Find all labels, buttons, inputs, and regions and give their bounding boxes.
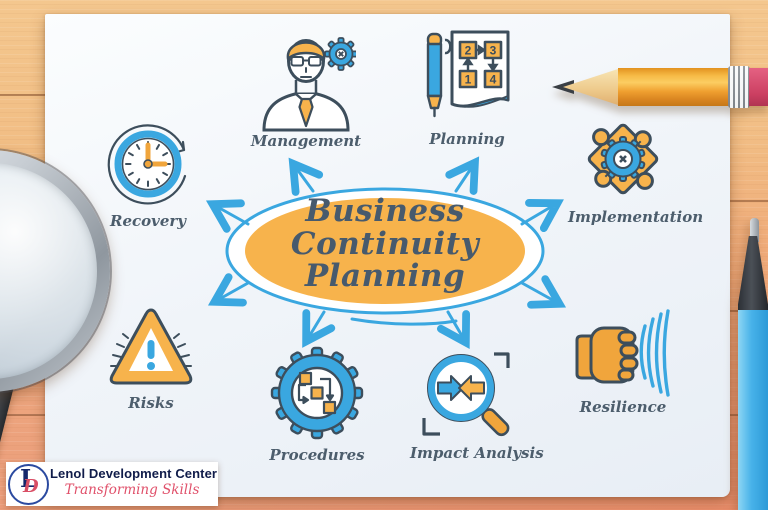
pen-nib — [750, 218, 759, 242]
node-label-risks: Risks — [128, 394, 174, 412]
pencil-ferrule — [728, 66, 750, 108]
magnifying-glass-lens — [0, 163, 97, 379]
node-label-planning: Planning — [429, 130, 505, 148]
magnifier-converging-arrows-icon — [422, 352, 510, 437]
node-label-management: Management — [250, 132, 362, 150]
warning-triangle-icon — [109, 308, 193, 385]
clock-refresh-icon — [107, 124, 187, 205]
brand-monogram-d: D — [23, 476, 39, 497]
center-title-line2: Continuity — [290, 225, 480, 262]
node-label-implementation: Implementation — [568, 208, 704, 226]
node-risks: Risks — [100, 300, 202, 412]
node-resilience: Resilience — [570, 306, 676, 416]
center-title-line3: Planning — [304, 258, 466, 295]
pen-cone — [738, 236, 768, 312]
pencil-wood-cone — [563, 68, 621, 106]
step-number: 3 — [490, 44, 497, 58]
pen-body — [738, 310, 768, 510]
node-label-resilience: Resilience — [579, 398, 667, 416]
center-title-line1: Business — [305, 193, 465, 229]
node-procedures: Procedures — [262, 340, 372, 464]
node-label-recovery: Recovery — [109, 212, 187, 230]
node-label-impact-analysis: Impact Analysis — [410, 444, 544, 462]
step-number: 4 — [490, 73, 497, 87]
center-title: Business Continuity Planning — [253, 195, 517, 293]
step-number: 2 — [465, 44, 472, 58]
puzzle-gear-icon — [587, 123, 659, 195]
gear-workflow-icon — [270, 346, 364, 440]
pen-and-flowchart-icon: 2 3 1 4 — [426, 30, 510, 118]
pencil-body — [618, 68, 730, 106]
brand-name: Lenol Development Center — [50, 466, 218, 481]
brand-card: L D Lenol Development Center Transformin… — [6, 462, 218, 506]
node-planning: 2 3 1 4 Planning — [412, 26, 522, 148]
brand-monogram-badge: L D — [8, 464, 49, 505]
pencil — [550, 64, 768, 112]
brand-tagline: Transforming Skills — [64, 482, 200, 498]
node-impact-analysis: Impact Analysis — [410, 346, 544, 462]
pen — [738, 218, 768, 510]
node-implementation: Implementation — [568, 110, 704, 226]
step-number: 1 — [465, 73, 472, 87]
pencil-eraser — [749, 68, 768, 106]
manager-with-gear-icon — [262, 37, 356, 132]
node-management: Management — [250, 26, 362, 150]
fist-shockwaves-icon — [575, 309, 670, 397]
node-recovery: Recovery — [98, 116, 198, 230]
brand-monogram-l: L — [20, 464, 37, 493]
node-label-procedures: Procedures — [269, 446, 365, 464]
